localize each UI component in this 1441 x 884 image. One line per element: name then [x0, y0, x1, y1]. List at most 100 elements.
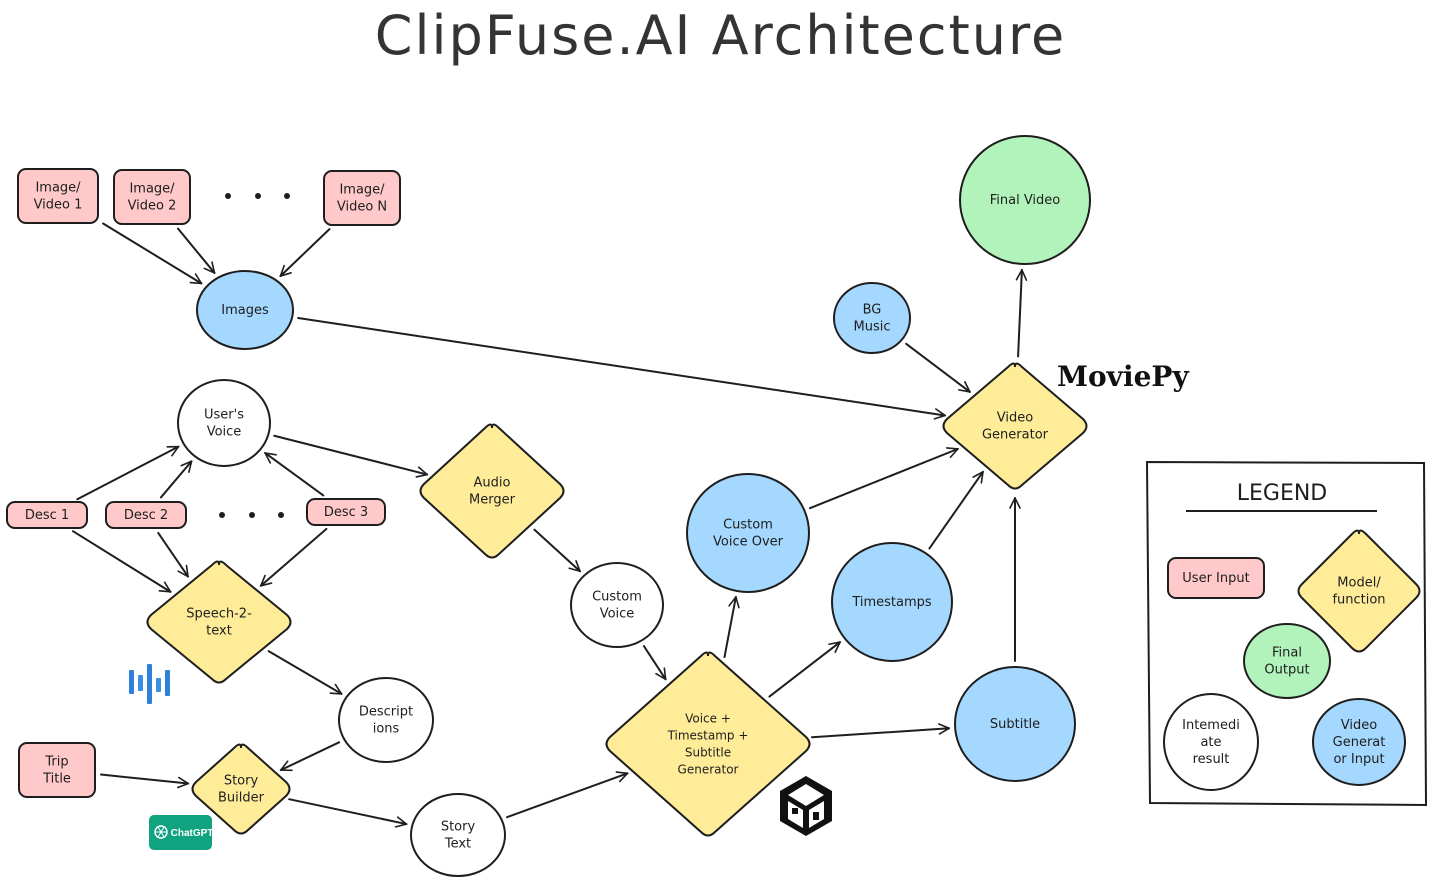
node-bg-music[interactable]: BG Music [833, 282, 911, 354]
video-generator-label-line: Generator [982, 428, 1049, 443]
speech-2-text-label-line: text [206, 624, 232, 639]
chatgpt-label: ChatGPT [171, 828, 214, 839]
image-video-1-label-line: Video 1 [34, 198, 83, 213]
legend-user-input-label-line: User Input [1182, 571, 1249, 586]
moviepy-logo: MoviePy [1057, 360, 1189, 393]
desc-2-shape [105, 501, 187, 529]
image-video-n-label-line: Image/ [339, 183, 385, 198]
final-video-label-line: Final Video [990, 193, 1061, 208]
legend-video-generator-input-label-line: Generat [1333, 735, 1386, 750]
diagram-title: ClipFuse.AI Architecture [374, 4, 1067, 67]
trip-title-label-line: Trip [44, 755, 68, 770]
trip-title-label-line: Title [42, 772, 71, 787]
custom-voice-label-line: Custom [592, 590, 642, 605]
image-video-2-shape [113, 169, 191, 225]
legend-intermediate-label-line: Intemedi [1182, 718, 1240, 733]
edge-audio-merger-to-custom-voice [533, 528, 582, 573]
trip-title-shape [18, 742, 96, 798]
legend-item-model-function: Model/function [1297, 529, 1421, 653]
node-image-video-1[interactable]: Image/Video 1 [17, 168, 99, 224]
legend-intermediate-label-line: ate [1200, 735, 1221, 750]
descriptions-shape [338, 677, 434, 763]
edge-video-generator-to-final-video [1015, 268, 1028, 358]
edge-speech-2-text-to-descriptions [267, 650, 343, 695]
image-video-n-label-line: Video N [337, 200, 387, 215]
node-subtitle[interactable]: Subtitle [954, 666, 1076, 782]
image-video-2-label-line: Image/ [129, 182, 175, 197]
bg-music-shape [833, 282, 911, 354]
ellipsis-images [225, 193, 290, 199]
node-image-video-2[interactable]: Image/Video 2 [113, 169, 191, 225]
descriptions-label-line: ions [373, 722, 400, 737]
legend-item-intermediate: Intemedi ate result [1163, 693, 1259, 791]
bg-music-label-line: BG [863, 303, 882, 318]
edge-vts-generator-to-custom-voice-over [723, 595, 740, 659]
vts-generator-label-line: Timestamp + [667, 729, 749, 743]
node-desc-2[interactable]: Desc 2 [105, 501, 187, 529]
legend-video-generator-input-label-line: or Input [1333, 752, 1384, 767]
bg-music-label-line: Music [854, 320, 891, 335]
node-speech-2-text[interactable]: Speech-2-text [146, 560, 292, 684]
node-image-video-n[interactable]: Image/Video N [323, 170, 401, 226]
edge-desc-2-to-users-voice [159, 460, 193, 499]
edge-desc-3-to-users-voice [264, 451, 325, 497]
image-video-2-label-line: Video 2 [128, 199, 177, 214]
chatgpt-logo: ChatGPT [149, 815, 213, 850]
edge-users-voice-to-audio-merger [273, 434, 429, 478]
video-generator-shape [942, 362, 1088, 490]
image-video-1-label-line: Image/ [35, 181, 81, 196]
node-desc-3[interactable]: Desc 3 [306, 498, 386, 526]
users-voice-label-line: Voice [207, 425, 242, 440]
custom-voice-label-line: Voice [600, 607, 635, 622]
node-desc-1[interactable]: Desc 1 [6, 501, 88, 529]
py-cube-icon [780, 776, 832, 836]
legend-item-user-input: User Input [1167, 557, 1265, 599]
video-generator-label-line: Video [997, 411, 1033, 426]
edge-desc-2-to-speech-2-text [157, 531, 190, 578]
vts-generator-shape [605, 651, 811, 837]
speech-2-text-shape [146, 560, 292, 684]
node-images[interactable]: Images [196, 270, 294, 350]
audio-merger-shape [419, 423, 565, 559]
timestamps-shape [831, 542, 953, 662]
desc-3-shape [306, 498, 386, 526]
legend-swatch-intermediate [1163, 693, 1259, 791]
edge-bg-music-to-video-generator [905, 342, 971, 393]
story-builder-label-line: Builder [218, 791, 265, 806]
desc-1-shape [6, 501, 88, 529]
custom-voice-over-shape [686, 473, 810, 593]
edge-desc-1-to-speech-2-text [71, 530, 172, 593]
subtitle-shape [954, 666, 1076, 782]
images-label-line: Images [221, 303, 269, 318]
audio-merger-label-line: Merger [469, 493, 516, 508]
node-timestamps[interactable]: Timestamps [831, 542, 953, 662]
legend-intermediate-label-line: result [1193, 752, 1230, 767]
edge-vts-generator-to-subtitle [810, 723, 951, 739]
edge-image-video-2-to-images [177, 227, 216, 274]
ellipsis-descs [219, 512, 284, 518]
edge-story-builder-to-story-text [288, 798, 408, 828]
story-text-label-line: Story [441, 820, 476, 835]
edges-layer [71, 222, 1028, 828]
vts-generator-label-line: Subtitle [685, 746, 731, 760]
users-voice-label-line: User's [204, 408, 244, 423]
edge-trip-title-to-story-builder [99, 773, 190, 789]
node-final-video[interactable]: Final Video [959, 135, 1091, 265]
edge-custom-voice-to-vts-generator [642, 645, 667, 681]
story-builder-shape [191, 743, 291, 835]
legend-video-generator-input-label-line: Video [1341, 718, 1377, 733]
